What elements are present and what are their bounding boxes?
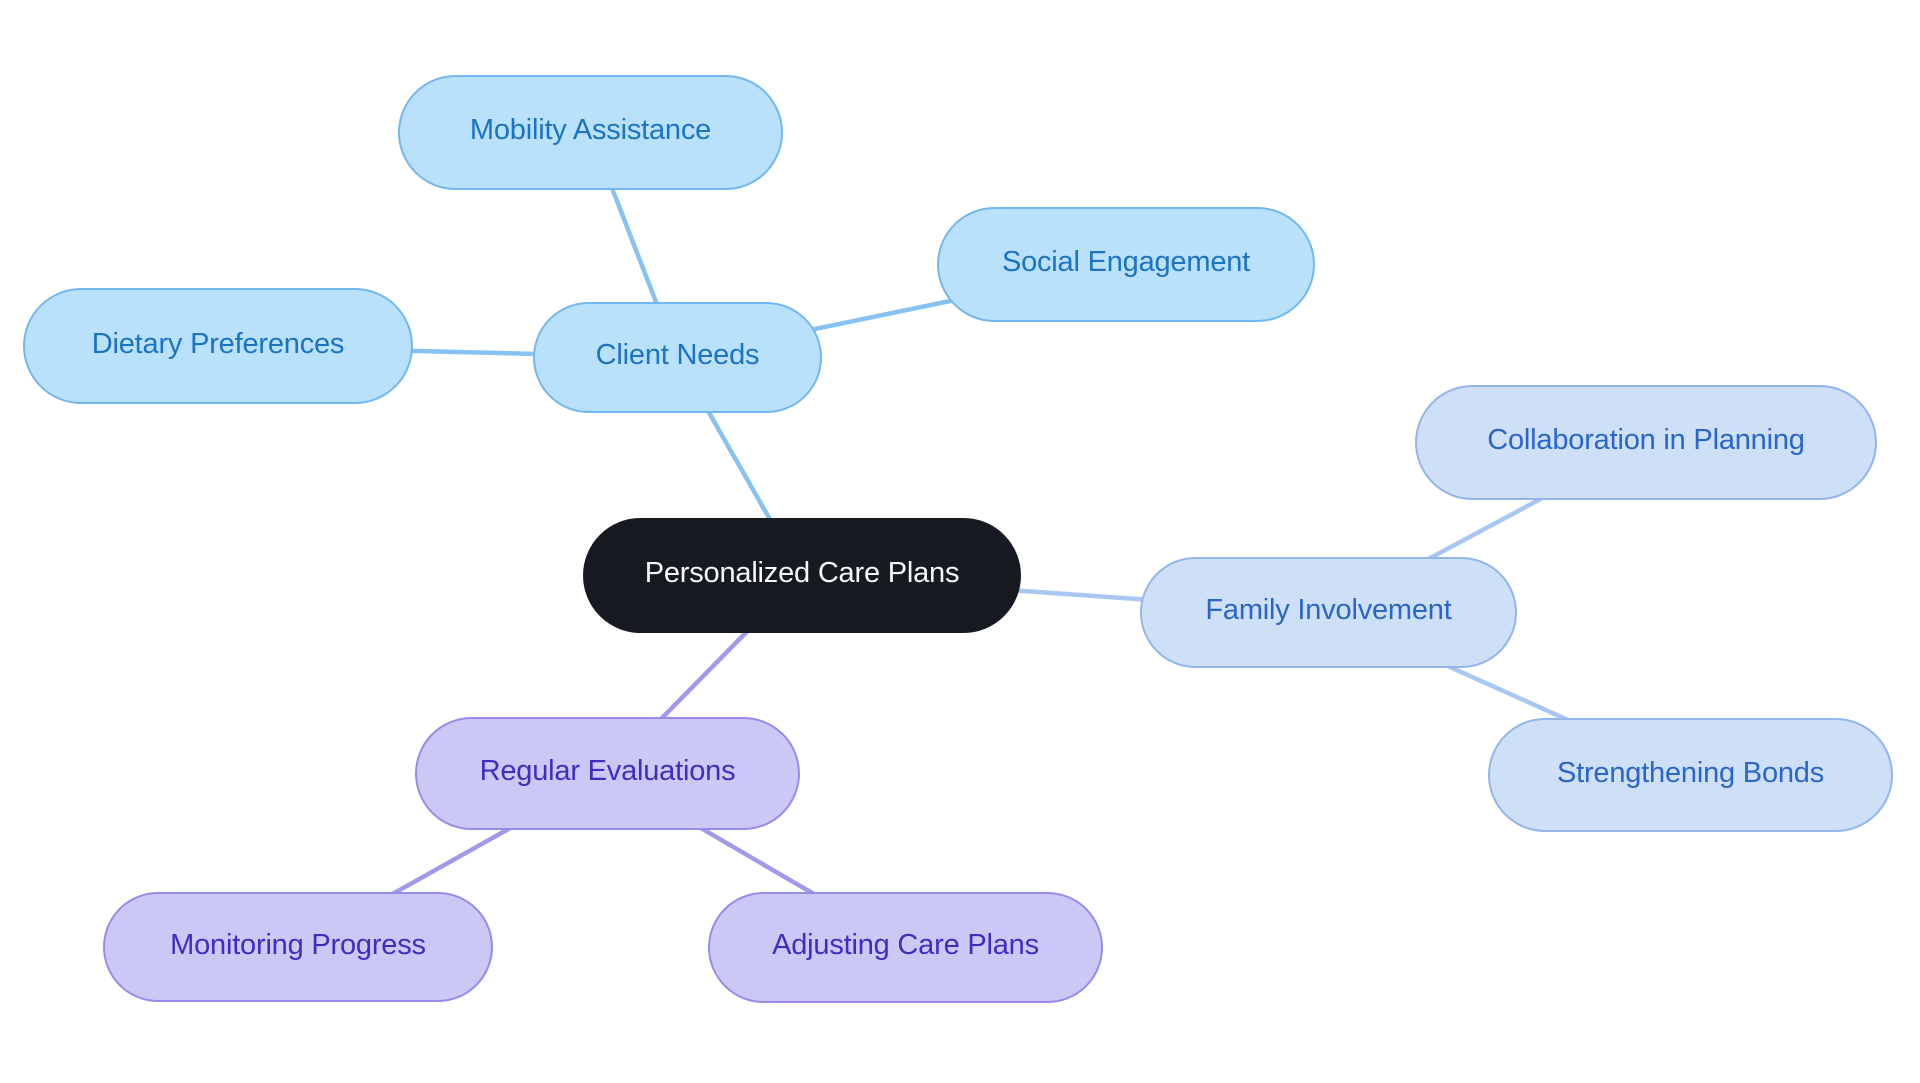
node-label-dietary-preferences: Dietary Preferences — [91, 327, 345, 360]
node-family-involvement[interactable]: Family Involvement — [1140, 557, 1517, 668]
node-personalized-care-plans[interactable]: Personalized Care Plans — [583, 518, 1021, 633]
node-label-social-engagement: Social Engagement — [1001, 246, 1251, 278]
node-collaboration-in-planning[interactable]: Collaboration in Planning — [1415, 385, 1877, 500]
node-social-engagement[interactable]: Social Engagement — [937, 207, 1315, 322]
node-dietary-preferences[interactable]: Dietary Preferences — [23, 288, 413, 404]
node-label-personalized-care-plans: Personalized Care Plans — [644, 557, 960, 589]
node-label-client-needs: Client Needs — [595, 339, 760, 371]
node-label-mobility-assistance: Mobility Assistance — [469, 114, 712, 146]
node-label-strengthening-bonds: Strengthening Bonds — [1556, 756, 1825, 789]
node-client-needs[interactable]: Client Needs — [533, 302, 822, 413]
node-adjusting-care-plans[interactable]: Adjusting Care Plans — [708, 892, 1103, 1003]
node-label-adjusting-care-plans: Adjusting Care Plans — [772, 929, 1039, 961]
node-strengthening-bonds[interactable]: Strengthening Bonds — [1488, 718, 1893, 832]
node-monitoring-progress[interactable]: Monitoring Progress — [103, 892, 493, 1002]
node-mobility-assistance[interactable]: Mobility Assistance — [398, 75, 783, 190]
node-label-monitoring-progress: Monitoring Progress — [170, 928, 426, 961]
node-label-family-involvement: Family Involvement — [1205, 594, 1452, 626]
node-regular-evaluations[interactable]: Regular Evaluations — [415, 717, 800, 830]
node-label-regular-evaluations: Regular Evaluations — [479, 755, 736, 787]
node-label-collaboration-in-planning: Collaboration in Planning — [1487, 424, 1805, 456]
